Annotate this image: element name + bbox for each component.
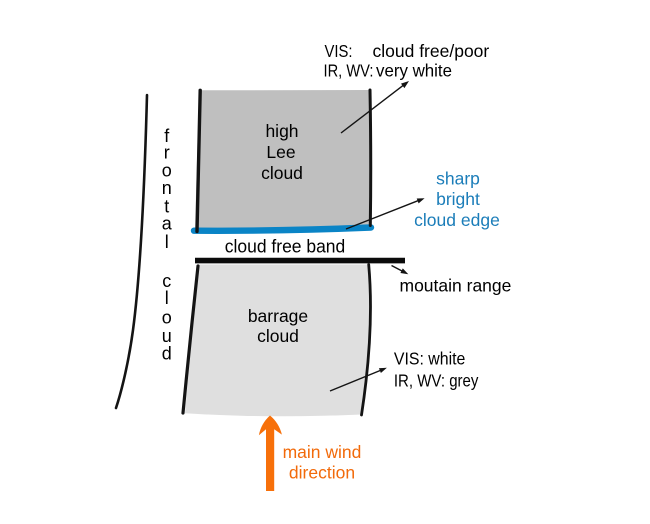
svg-text:Lee: Lee [266, 142, 295, 162]
svg-text:sharp: sharp [436, 168, 480, 188]
svg-text:n: n [162, 178, 172, 198]
svg-text:d: d [162, 343, 172, 363]
svg-text:direction: direction [289, 463, 355, 483]
svg-text:f: f [164, 126, 170, 146]
svg-text:o: o [162, 307, 172, 327]
svg-text:t: t [164, 197, 169, 217]
svg-text:main wind: main wind [283, 442, 362, 462]
svg-text:l: l [165, 288, 169, 308]
svg-text:cloud: cloud [261, 163, 303, 183]
svg-text:a: a [162, 213, 173, 233]
svg-text:cloud free band: cloud free band [225, 235, 346, 256]
svg-text:o: o [162, 161, 172, 181]
svg-text:high: high [265, 121, 298, 141]
svg-text:cloud free/poor: cloud free/poor [373, 41, 490, 61]
svg-text:l: l [165, 232, 169, 252]
svg-text:VIS:: VIS: [325, 41, 353, 61]
svg-text:VIS: white: VIS: white [394, 349, 466, 369]
svg-text:cloud: cloud [257, 326, 299, 346]
svg-text:c: c [162, 271, 171, 291]
svg-text:u: u [162, 326, 172, 346]
svg-text:moutain range: moutain range [400, 276, 512, 296]
svg-text:r: r [164, 143, 170, 163]
svg-text:IR, WV:: IR, WV: [324, 61, 374, 81]
svg-text:bright: bright [436, 189, 480, 209]
svg-text:cloud edge: cloud edge [414, 210, 500, 230]
svg-text:IR, WV: grey: IR, WV: grey [394, 370, 479, 390]
svg-text:very white: very white [376, 61, 452, 81]
svg-text:barrage: barrage [248, 306, 308, 326]
